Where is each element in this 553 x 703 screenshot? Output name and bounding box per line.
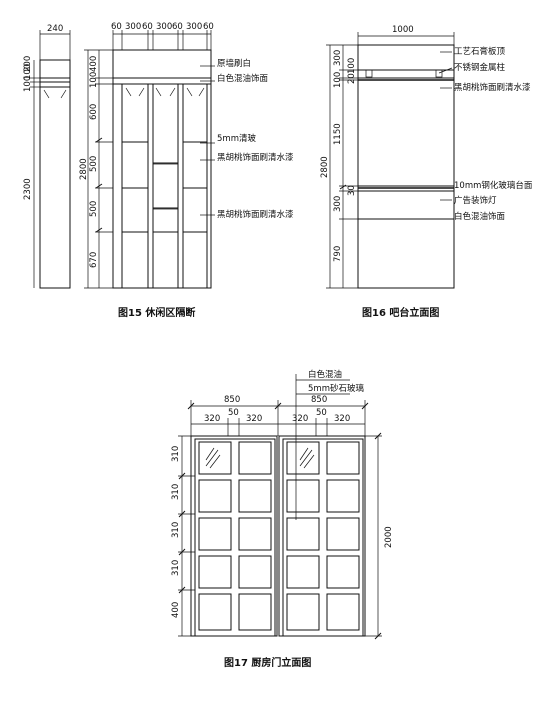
fig17-dim-320a: 320 <box>204 414 220 424</box>
fig15-dim-100a: 100 <box>23 64 33 80</box>
fig17-caption: 图17 厨房门立面图 <box>224 656 311 669</box>
fig17-annotations: 白色混油 5mm砂石玻璃 <box>295 369 364 520</box>
fig16-dim-30: 30 <box>347 185 357 196</box>
fig17-label-white-paint: 白色混油 <box>308 369 342 380</box>
fig16-dim-20: 20 <box>347 73 357 84</box>
fig15-dim-300c: 300 <box>186 22 202 32</box>
door-glass-pane <box>198 517 232 551</box>
fig15-dim-60c: 60 <box>172 22 183 32</box>
door-glass-pane <box>286 441 320 475</box>
door-glass-pane <box>198 479 232 513</box>
door-glass-pane <box>326 555 360 589</box>
fig16-label-walnut: 黑胡桃饰面刷清水漆 <box>454 82 531 93</box>
fig16-dim-2800: 2800 <box>320 156 330 178</box>
door-glass-pane <box>238 479 272 513</box>
fig15-dim-2300: 2300 <box>23 178 33 200</box>
fig15-side-column: 240 100 200 100 2300 <box>23 24 71 289</box>
fig17-dim-310a: 310 <box>171 446 181 462</box>
fig15-label-walnut-1: 黑胡桃饰面刷清水漆 <box>217 152 294 163</box>
door-glass-pane <box>326 479 360 513</box>
fig15-dim-200: 200 <box>23 56 33 72</box>
fig16-annotations: 工艺石膏板顶 不锈钢金属柱 黑胡桃饰面刷清水漆 10mm钢化玻璃台面 广告装饰灯… <box>428 46 533 222</box>
fig17-label-frosted-glass: 5mm砂石玻璃 <box>308 383 364 394</box>
fig16-label-white-paint: 白色混油饰面 <box>454 211 506 222</box>
fig15-dim-600: 600 <box>89 104 99 120</box>
door-glass-pane <box>286 555 320 589</box>
fig17-dim-310c: 310 <box>171 522 181 538</box>
fig17-dim-320b: 320 <box>246 414 262 424</box>
fig17-dim-850b: 850 <box>311 395 327 405</box>
fig15-caption: 图15 休闲区隔断 <box>118 306 195 319</box>
door-glass-pane <box>238 441 272 475</box>
fig15-dim-500b: 500 <box>89 201 99 217</box>
fig15-label-glass: 5mm清玻 <box>217 133 256 144</box>
fig16-dim-300a: 300 <box>333 50 343 66</box>
fig17-dim-320c: 320 <box>292 414 308 424</box>
fig15-dim-300a: 300 <box>125 22 141 32</box>
door-glass-pane <box>286 479 320 513</box>
fig15-dim-400: 400 <box>89 56 99 72</box>
door-glass-pane <box>238 517 272 551</box>
figure-17-kitchen-door: 850 850 320 50 320 320 50 320 310 310 31… <box>171 369 394 669</box>
fig17-dim-50a: 50 <box>228 408 239 418</box>
fig15-dim-60a: 60 <box>111 22 122 32</box>
fig17-dim-50b: 50 <box>316 408 327 418</box>
fig16-label-steel: 不锈钢金属柱 <box>454 62 506 73</box>
figure-16-bar-elevation: 1000 300 20 100 100 1150 30 300 790 2800 <box>320 25 533 319</box>
fig17-door-frames <box>190 435 366 637</box>
fig15-top-dimensions: 60 300 60 300 60 300 60 <box>111 22 214 50</box>
fig17-right-dimension: 2000 <box>365 432 394 640</box>
fig16-dim-1150: 1150 <box>333 123 343 145</box>
fig17-dim-2000: 2000 <box>384 526 394 548</box>
door-glass-pane <box>326 593 360 631</box>
fig16-dim-100a: 100 <box>347 58 357 74</box>
door-glass-pane <box>286 517 320 551</box>
door-glass-pane <box>198 593 232 631</box>
fig15-label-white-paint: 白色混油饰面 <box>217 73 269 84</box>
fig16-label-glass-top: 10mm钢化玻璃台面 <box>454 180 533 191</box>
fig16-dim-300b: 300 <box>333 196 343 212</box>
fig17-glass-panes <box>198 441 360 631</box>
fig17-side-dimensions: 310 310 310 310 400 <box>171 435 195 637</box>
door-glass-pane <box>238 555 272 589</box>
fig16-dim-790: 790 <box>333 246 343 262</box>
fig15-dim-500a: 500 <box>89 156 99 172</box>
fig15-label-walnut-2: 黑胡桃饰面刷清水漆 <box>217 209 294 220</box>
fig17-dim-400: 400 <box>171 602 181 618</box>
door-glass-pane <box>198 441 232 475</box>
fig17-top-dimensions: 850 850 320 50 320 320 50 320 <box>187 395 369 436</box>
fig15-dim-2800: 2800 <box>79 158 89 180</box>
fig16-label-lamp: 广告装饰灯 <box>454 195 497 206</box>
fig15-dim-100: 100 <box>89 72 99 88</box>
fig15-dim-100b: 100 <box>23 76 33 92</box>
fig16-caption: 图16 吧台立面图 <box>362 306 439 319</box>
fig17-dim-310d: 310 <box>171 560 181 576</box>
fig15-dim-240: 240 <box>47 24 63 34</box>
fig15-annotations: 原墙刷白 白色混油饰面 5mm清玻 黑胡桃饰面刷清水漆 黑胡桃饰面刷清水漆 <box>200 58 294 220</box>
fig17-dim-320d: 320 <box>334 414 350 424</box>
fig15-partition-frame <box>112 49 212 289</box>
fig16-top-dimension: 1000 <box>357 25 455 45</box>
door-glass-pane <box>238 593 272 631</box>
fig17-dim-310b: 310 <box>171 484 181 500</box>
figure-15-partition: 240 100 200 100 2300 <box>23 22 294 319</box>
fig16-side-dimensions: 300 20 100 100 1150 30 300 790 2800 <box>320 44 358 289</box>
fig17-dim-850a: 850 <box>224 395 240 405</box>
fig15-dim-670: 670 <box>89 252 99 268</box>
door-glass-pane <box>198 555 232 589</box>
fig15-dim-300b: 300 <box>156 22 172 32</box>
fig15-label-wall: 原墙刷白 <box>217 58 251 69</box>
fig16-bar-frame <box>357 44 455 289</box>
fig15-dim-60d: 60 <box>203 22 214 32</box>
door-glass-pane <box>326 441 360 475</box>
fig17-glass-hatch <box>205 447 315 469</box>
fig16-dim-1000: 1000 <box>392 25 414 35</box>
fig15-side-dimensions: 400 100 600 500 500 670 2800 <box>79 49 113 289</box>
fig16-dim-100b: 100 <box>333 72 343 88</box>
door-glass-pane <box>326 517 360 551</box>
fig15-dim-60b: 60 <box>142 22 153 32</box>
door-glass-pane <box>286 593 320 631</box>
fig16-label-ceiling: 工艺石膏板顶 <box>454 46 506 57</box>
